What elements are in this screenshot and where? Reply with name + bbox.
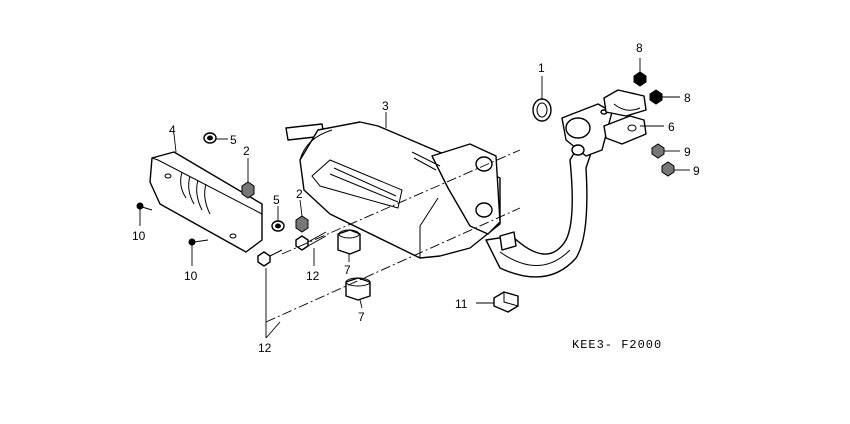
pipe-clamp-part [603,89,664,145]
callout-2-lower: 2 [296,187,303,201]
callout-10-right: 10 [184,269,198,283]
exhaust-pipe [485,103,613,278]
callout-5-upper: 5 [230,133,237,147]
callout-3: 3 [382,99,389,113]
callout-7-lower: 7 [358,310,365,324]
diagram-code: KEE3- F2000 [572,338,662,352]
center-lines [265,149,521,323]
heat-shield-part [149,133,263,253]
callout-1: 1 [538,61,545,75]
callout-9-upper: 9 [684,145,691,159]
bolt-12-lower [257,249,283,339]
nut-2-upper [241,158,255,199]
callout-11: 11 [455,297,468,311]
collar-7-upper [337,229,361,262]
nut-9-lower [661,161,690,177]
collar-7-lower [345,277,371,309]
callout-9-lower: 9 [693,164,700,178]
callout-7-upper: 7 [344,263,351,277]
callout-5-lower: 5 [273,193,280,207]
callout-12-lower: 12 [258,341,272,355]
screw-10-right [188,238,209,266]
callout-8-upper: 8 [636,41,643,55]
callout-10-left: 10 [132,229,146,243]
washer-5-upper [203,132,228,144]
nut-8-right [649,89,680,105]
nut-2-lower [295,199,309,233]
callout-2-upper: 2 [243,144,250,158]
gasket-part [532,76,552,122]
washer-5-lower [271,206,285,232]
screw-10-left [136,202,153,226]
callout-8-right: 8 [684,91,691,105]
callout-4: 4 [169,123,176,137]
callout-12-upper: 12 [306,269,320,283]
clip-nut-11 [476,291,519,313]
nut-8-upper [633,58,647,87]
nut-9-upper [651,143,680,159]
callout-6: 6 [668,120,675,134]
